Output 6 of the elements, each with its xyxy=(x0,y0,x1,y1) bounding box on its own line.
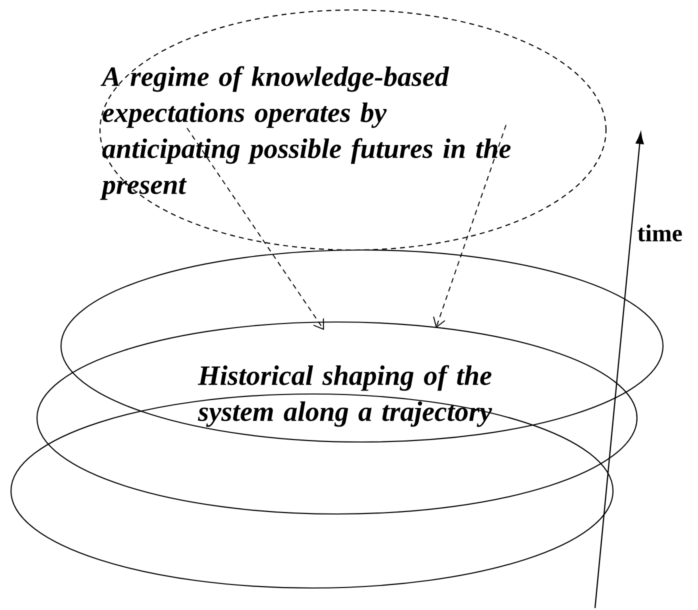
ellipse xyxy=(60,249,664,443)
arrow xyxy=(186,128,324,330)
ellipse xyxy=(10,393,614,589)
ellipse-with-text: Historical shaping of the system along a trajectory xyxy=(36,321,638,515)
arrow xyxy=(433,124,506,328)
axis-label: time xyxy=(638,224,682,242)
